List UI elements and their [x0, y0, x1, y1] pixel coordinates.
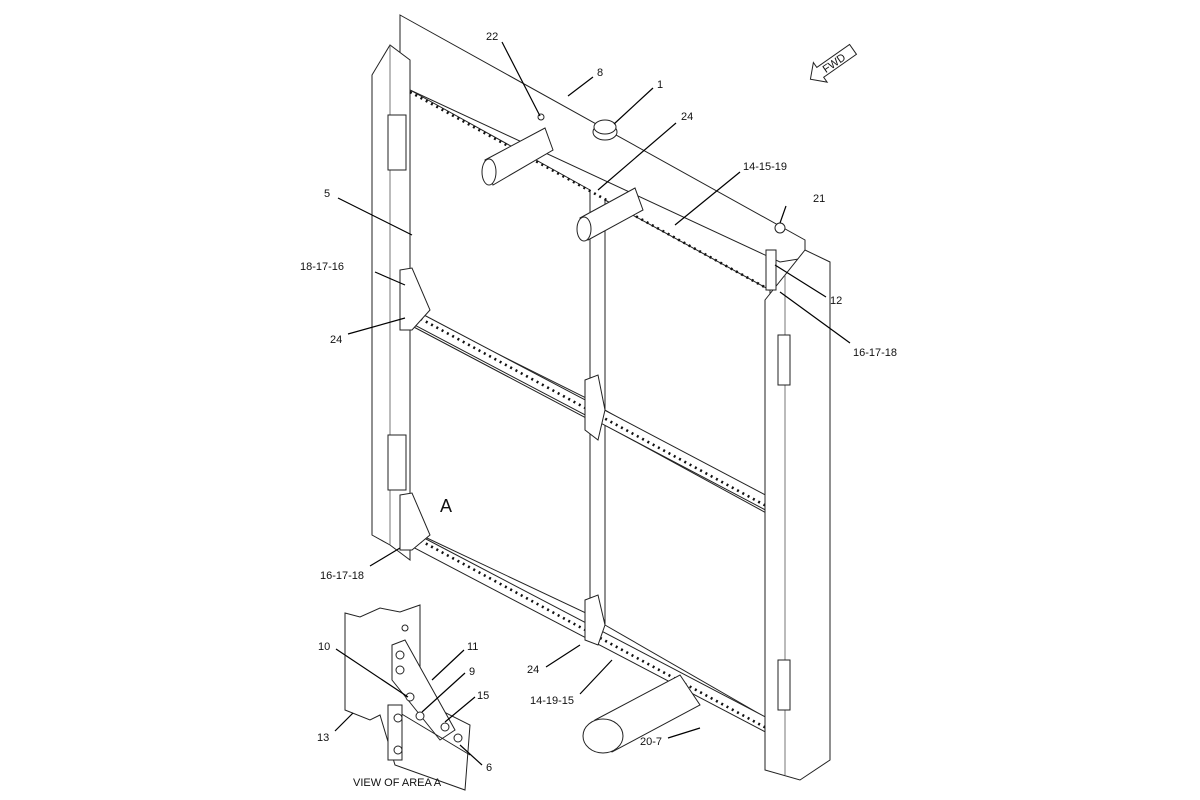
- callout-5: 5: [324, 188, 330, 200]
- callout-10: 10: [318, 641, 330, 653]
- callout-24-bottom: 24: [527, 664, 539, 676]
- right-side-column: [764, 249, 831, 781]
- callout-15: 15: [477, 690, 489, 702]
- drain-fitting: [774, 222, 786, 234]
- callout-20-7: 20-7: [640, 736, 662, 748]
- area-a-marker: A: [440, 496, 452, 516]
- detail-view-area-a: [344, 604, 471, 791]
- detail-caption: VIEW OF AREA A: [353, 777, 442, 789]
- callout-22: 22: [486, 31, 498, 43]
- callout-6: 6: [486, 762, 492, 774]
- bottom-pipe: [582, 674, 701, 754]
- callout-24-top: 24: [681, 111, 693, 123]
- callout-21: 21: [813, 193, 825, 205]
- callout-16-17-18-left: 16-17-18: [320, 570, 364, 582]
- callout-9: 9: [469, 666, 475, 678]
- callout-14-19-15: 14-19-15: [530, 695, 574, 707]
- callout-14-15-19: 14-15-19: [743, 161, 787, 173]
- bottom-center-bracket: [584, 594, 606, 646]
- callout-24-left: 24: [330, 334, 342, 346]
- upper-left-pipe: [481, 127, 554, 186]
- callout-18-17-16: 18-17-16: [300, 261, 344, 273]
- left-lower-bracket: [399, 492, 431, 551]
- upper-center-pipe: [576, 187, 644, 242]
- callout-1: 1: [657, 79, 663, 91]
- callout-12: 12: [830, 295, 842, 307]
- forward-direction-arrow: FWD: [809, 43, 858, 83]
- leader-lines: [334, 41, 851, 766]
- center-bracket: [584, 374, 606, 441]
- callout-8: 8: [597, 67, 603, 79]
- left-side-column: [371, 44, 411, 561]
- callout-16-17-18-right: 16-17-18: [853, 347, 897, 359]
- callout-labels: 22 8 1 24 14-15-19 21 5 18-17-16 12 24 1…: [300, 31, 897, 789]
- filler-cap: [592, 119, 618, 141]
- callout-11: 11: [467, 641, 478, 653]
- callout-13: 13: [317, 732, 329, 744]
